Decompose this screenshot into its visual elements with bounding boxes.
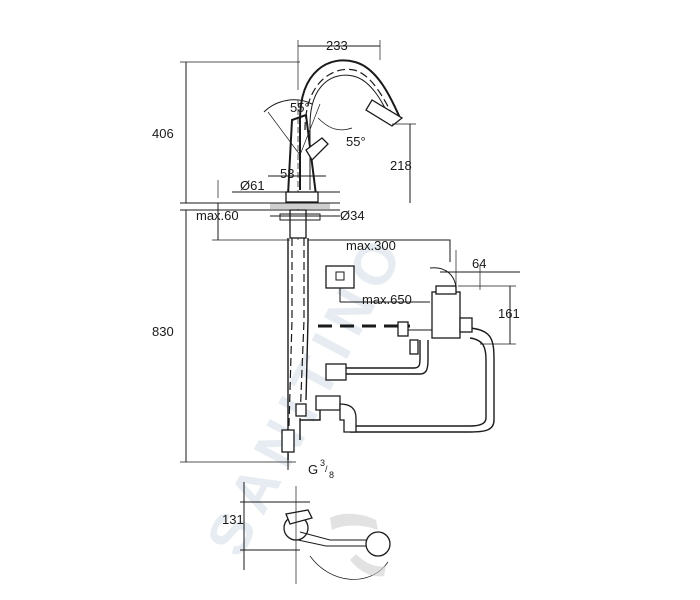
- control-unit-top: [435, 285, 457, 295]
- lever-ray-right: [299, 103, 321, 156]
- sensor-box: [325, 265, 355, 302]
- top-view-lever: [285, 509, 313, 525]
- thermo-block: [325, 363, 347, 381]
- deck-section: [270, 203, 330, 209]
- hose-right: [299, 238, 305, 421]
- thread-sub: 8: [329, 470, 334, 480]
- cable-mid: [345, 340, 429, 375]
- bottom-fitting: [281, 429, 295, 453]
- cable-return: [350, 327, 495, 433]
- label-max-650: max.650: [362, 292, 412, 307]
- label-218: 218: [390, 158, 412, 173]
- tee-fitting: [315, 395, 341, 411]
- lever-angle-arc: [263, 99, 313, 113]
- cable-mid-inner: [345, 340, 421, 369]
- cable-routing: [308, 239, 495, 433]
- label-max-60: max.60: [196, 208, 239, 223]
- valve-connector: [409, 339, 419, 355]
- label-161: 161: [498, 306, 520, 321]
- label-233: 233: [326, 38, 348, 53]
- spout-arc-inner: [309, 74, 393, 190]
- top-view-spout: [297, 539, 368, 547]
- thread-slash: /: [325, 464, 328, 474]
- mounting-nut: [279, 213, 321, 221]
- valve-fitting-right: [459, 317, 473, 333]
- top-view-spray-head: [365, 531, 391, 557]
- spray-head: [365, 99, 404, 127]
- faucet-base: [285, 191, 319, 203]
- lever-ray-left: [267, 111, 301, 156]
- top-view-swivel-right: [350, 554, 386, 577]
- sensor-box-inner: [335, 271, 345, 281]
- label-angle-spout: 55°: [346, 134, 366, 149]
- thread-label: G 3 / 8: [308, 458, 334, 480]
- thread-sup: 3: [320, 458, 325, 468]
- sensor-box-body: [325, 265, 355, 289]
- dimension-annotations: 233 406 55° 55° 218 53 Ø61 Ø34 max.60 ma…: [152, 38, 520, 480]
- mixing-valve: [295, 363, 357, 440]
- label-diameter-61: Ø61: [240, 178, 265, 193]
- angle-valve: [339, 403, 357, 433]
- hose-right-edge: [305, 238, 309, 401]
- faucet-top-view: 131: [222, 482, 391, 584]
- spout-hose-dashed: [304, 68, 397, 131]
- cable-return-inner: [350, 337, 487, 427]
- supply-hoses: [281, 238, 309, 470]
- mounting-shank: [289, 209, 307, 239]
- hose-left: [287, 238, 293, 461]
- label-830: 830: [152, 324, 174, 339]
- valve-fitting-left: [397, 321, 409, 337]
- faucet-side-view: [180, 59, 404, 240]
- cable-top: [308, 239, 451, 262]
- label-64: 64: [472, 256, 486, 271]
- thread-main: G: [308, 462, 318, 477]
- control-unit: [397, 267, 473, 355]
- top-view-spout-inner: [299, 531, 368, 541]
- spout-angle-arc: [317, 117, 353, 131]
- lower-valve: [295, 403, 307, 417]
- spout-arc: [299, 59, 401, 190]
- label-131: 131: [222, 512, 244, 527]
- lever-handle: [305, 137, 329, 162]
- label-53: 53: [280, 166, 294, 181]
- label-angle-lever: 55°: [290, 100, 310, 115]
- label-406: 406: [152, 126, 174, 141]
- tee-hose: [299, 410, 321, 440]
- top-view-swivel-left: [330, 513, 378, 530]
- label-max-300: max.300: [346, 238, 396, 253]
- control-unit-body: [431, 291, 461, 339]
- label-diameter-34: Ø34: [340, 208, 365, 223]
